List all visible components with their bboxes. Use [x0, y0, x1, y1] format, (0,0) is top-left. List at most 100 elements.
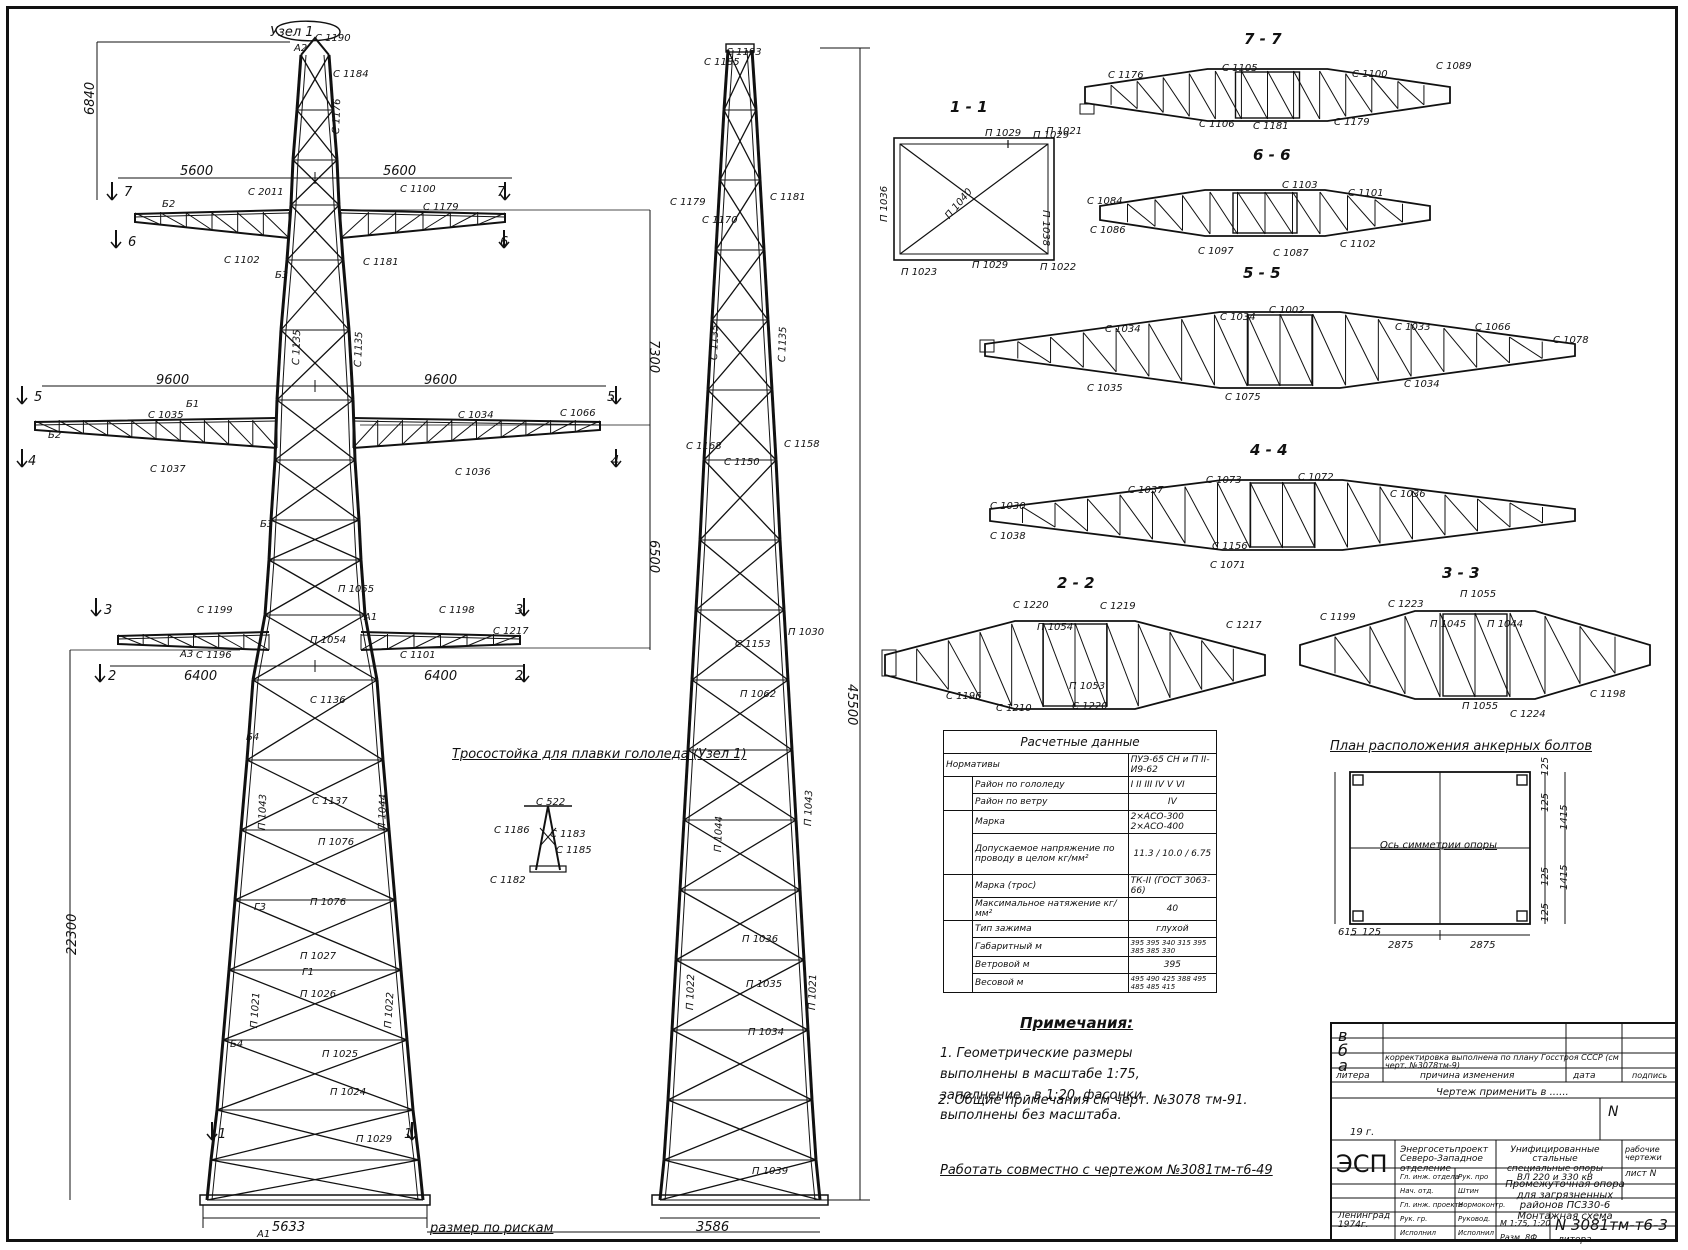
s55-diag — [1115, 327, 1150, 377]
front-tower-brace — [252, 614, 366, 681]
section-arrow-head — [406, 1133, 413, 1141]
side-tower-leg-inner — [790, 819, 796, 891]
s77-outline — [1084, 68, 1451, 122]
front-tower-leg-inner — [395, 969, 403, 1041]
s11-part: П 1038 — [1040, 210, 1051, 247]
middle-arm-right-diag — [402, 420, 428, 445]
role: Исполнил — [1400, 1229, 1437, 1237]
side-part-mark: С 1193 — [726, 47, 762, 58]
anchor-dim: 125 — [1362, 927, 1382, 938]
s55-diag — [1345, 314, 1379, 382]
part-mark: П 1027 — [300, 951, 337, 962]
side-tower-leg-inner — [758, 249, 764, 321]
part-mark: П 1029 — [356, 1134, 393, 1145]
side-tower-leg — [706, 319, 714, 391]
front-tower-leg-inner — [251, 679, 259, 761]
s33-diag — [1369, 626, 1406, 695]
middle-arm-left-diag — [58, 420, 84, 435]
s66-diag — [1347, 195, 1376, 227]
front-tower-leg-inner — [327, 109, 333, 161]
front-tower-brace — [286, 204, 340, 261]
side-tower-leg — [802, 959, 810, 1031]
side-tower-leg-inner — [704, 459, 710, 541]
s55-diag — [1410, 323, 1445, 373]
notes-title: Примечания: — [1020, 1014, 1134, 1032]
side-tower-brace — [715, 179, 761, 251]
front-tower-brace — [240, 759, 384, 831]
section-marker-1b: 1 — [404, 1127, 413, 1142]
upper-arm-left-diag — [211, 212, 238, 234]
front-tower-brace — [270, 519, 362, 561]
front-tower-brace — [228, 899, 396, 971]
s55-diag — [1509, 336, 1543, 359]
stage: рабочие чертежи — [1625, 1145, 1662, 1163]
side-tower-brace — [727, 49, 757, 111]
lower-arm-right-diag — [493, 634, 521, 646]
side-tower-leg-inner — [684, 819, 690, 891]
s55-part: С 1035 — [1087, 383, 1123, 394]
side-part-mark: П 1030 — [788, 627, 825, 638]
litera: литера — [1558, 1235, 1592, 1245]
middle-arm-left-diag — [83, 420, 108, 436]
front-tower-leg-inner — [269, 559, 275, 616]
s44-diag — [1054, 502, 1088, 532]
front-tower-brace — [290, 159, 338, 206]
front-tower-leg-inner — [281, 329, 287, 401]
side-tower-leg — [750, 49, 758, 111]
note-2: 2. Общие примечания см черт. №3078 тм-91… — [938, 1093, 1248, 1108]
letter-mark: А3 — [180, 649, 194, 660]
calc-row-value: ПУЭ-65 СН и П II-И9-62 — [1127, 753, 1218, 777]
s33-diag — [1544, 615, 1581, 684]
side-part-mark: П 1043 — [803, 789, 816, 827]
section-arrow-head — [90, 609, 97, 617]
s33-diag — [1509, 612, 1546, 695]
s22-diag — [1137, 623, 1171, 699]
s22-part: С 1220 — [1013, 600, 1049, 611]
num-sign: N — [1608, 1104, 1619, 1120]
section-marker-4b: 4 — [611, 454, 620, 469]
anchor-dim: 1415 — [1559, 864, 1570, 890]
side-part-mark: П 1021 — [807, 973, 820, 1011]
middle-arm-right-diag — [451, 420, 477, 442]
section-arrow-head — [411, 1133, 418, 1141]
side-tower-leg-inner — [806, 1099, 812, 1161]
s22-part: С 1219 — [1100, 601, 1136, 612]
section-arrow-head — [206, 1133, 213, 1141]
side-tower-brace — [667, 1029, 809, 1101]
front-tower-leg — [233, 829, 243, 901]
s55-diag — [1443, 327, 1478, 368]
node1-part: С 1186 — [494, 825, 530, 836]
lower-arm-right-diag — [413, 634, 441, 649]
s55-part: С 1066 — [1475, 322, 1511, 333]
letter-mark: Б4 — [230, 1039, 244, 1050]
side-tower-leg — [686, 679, 694, 751]
anchor-title: План расположения анкерных болтов — [1330, 739, 1592, 754]
side-tower-brace — [719, 109, 757, 181]
section-arrow-head — [610, 460, 617, 468]
side-tower-brace — [687, 679, 789, 751]
part-mark: С 1135 — [353, 331, 366, 368]
front-base — [199, 1194, 431, 1206]
part-mark: С 1136 — [310, 695, 346, 706]
side-tower-leg — [674, 889, 682, 961]
dim-lower-left: 6400 — [184, 669, 218, 684]
dim-upper-left: 5600 — [180, 164, 214, 179]
dim-middle-right: 9600 — [424, 373, 458, 388]
middle-arm-left-diag — [228, 420, 254, 447]
side-part-mark: С 1158 — [784, 439, 820, 450]
calc-title: Расчетные данные — [943, 730, 1217, 754]
check: Исполнил — [1458, 1229, 1495, 1237]
s44-diag — [1444, 494, 1478, 532]
s11-part: П 1021 — [1046, 126, 1083, 137]
s44-diag — [1282, 481, 1316, 549]
s44-diag — [1184, 486, 1218, 548]
section-arrow-head — [498, 241, 505, 249]
front-tower-leg-inner — [355, 559, 361, 616]
s22-diag — [1074, 622, 1108, 708]
joint-note: Работать совместно с чертежом №3081тм-т6… — [940, 1163, 1273, 1178]
lower-arm-right-diag — [387, 634, 415, 650]
section-arrow-head — [523, 609, 530, 617]
section-arrow-head — [211, 1133, 218, 1141]
part-mark: П 1024 — [330, 1087, 367, 1098]
side-tower-leg — [690, 609, 698, 681]
